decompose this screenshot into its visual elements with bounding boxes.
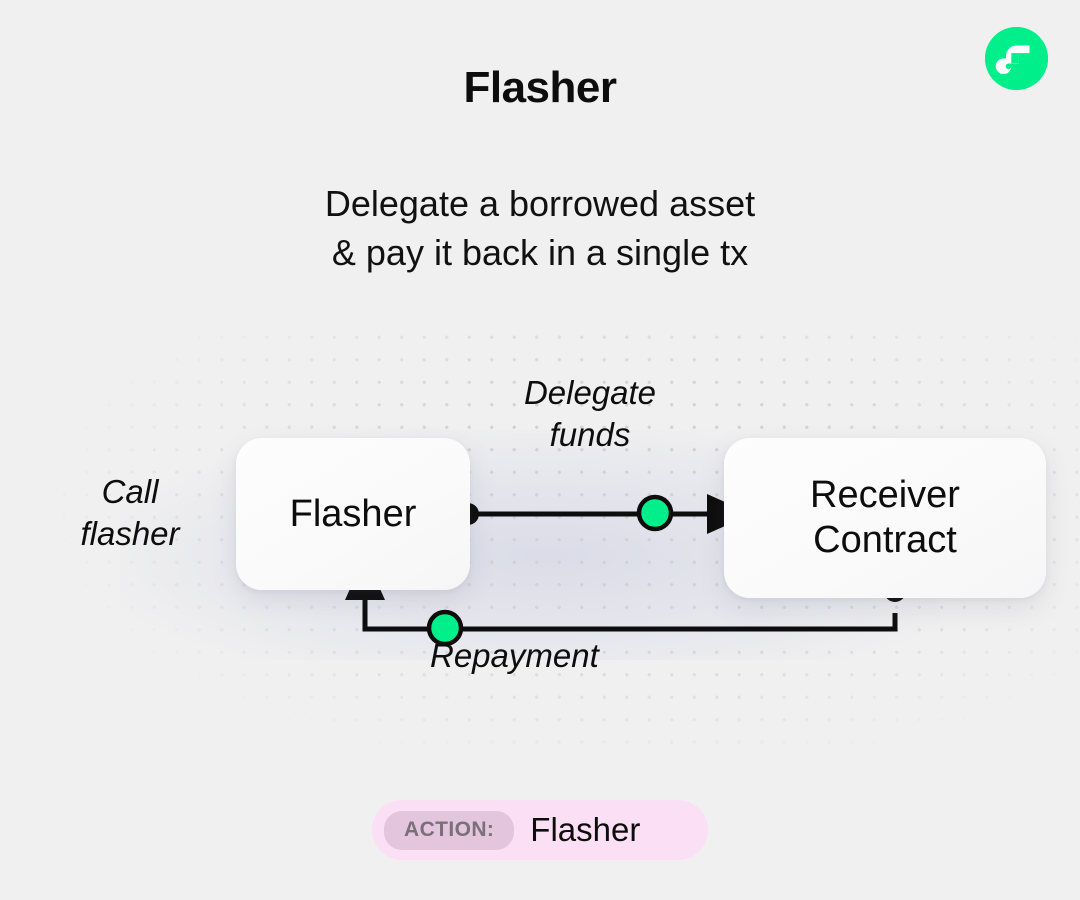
action-badge[interactable]: ACTION: Flasher: [372, 800, 708, 860]
edge-delegate-funds-marker-dot: [636, 494, 674, 532]
edge-label-call-flasher: Call flasher: [80, 473, 180, 553]
edge-repayment-line: [345, 555, 898, 632]
edge-repayment-marker-dot: [426, 609, 464, 647]
action-badge-key: ACTION:: [384, 810, 515, 850]
flow-logo-icon: [985, 27, 1048, 90]
edge-label-delegate-funds: Delegate funds: [523, 374, 657, 454]
page-subtitle: Delegate a borrowed asset & pay it back …: [324, 183, 756, 273]
action-badge-value: Flasher: [530, 811, 641, 848]
page-title: Flasher: [463, 63, 617, 112]
flow-diagram: Flasher Receiver Contract Call flasher D…: [0, 320, 1080, 760]
node-flasher[interactable]: Flasher: [236, 438, 470, 590]
node-receiver-contract[interactable]: Receiver Contract: [724, 438, 1046, 598]
edge-label-repayment: Repayment: [430, 637, 599, 674]
